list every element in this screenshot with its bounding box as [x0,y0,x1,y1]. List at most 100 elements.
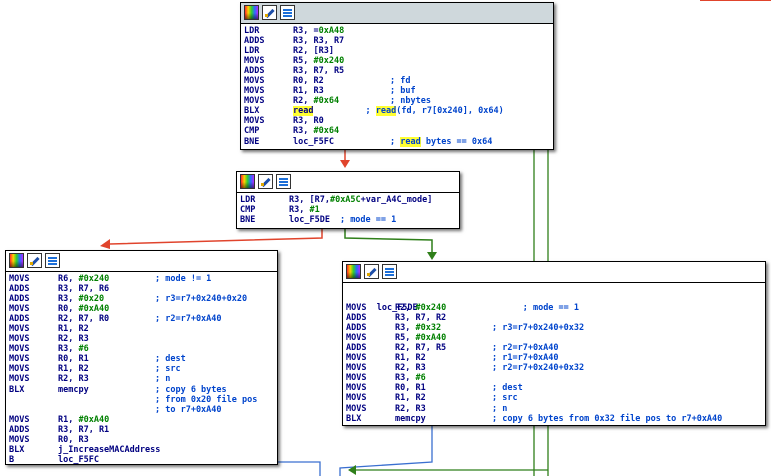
operands[interactable]: j_IncreaseMACAddress [58,444,161,455]
operands[interactable]: R0, R1 [395,383,426,394]
operands[interactable]: R3, R7, R6 [58,284,110,295]
operands[interactable]: R3, #0x20 [58,294,105,305]
instruction-line[interactable]: ; from 0x20 file pos [9,395,274,405]
operands[interactable]: loc_F5FC [293,136,334,147]
graph-overview-icon[interactable] [280,5,295,20]
operands[interactable]: R0, R1 [58,354,89,365]
operands[interactable]: R3, R7, R1 [58,424,110,435]
operands[interactable]: R3, =0xA48 [293,26,345,36]
block-titlebar[interactable] [237,172,459,193]
operands[interactable]: R2, #0x64 [293,96,340,107]
graph-overview-icon[interactable] [276,174,291,189]
operands[interactable]: R2, R3 [58,374,89,385]
operands[interactable]: loc_F5FC [58,454,99,465]
operands[interactable]: memcpy [58,384,89,395]
operands[interactable]: R3, #1 [289,205,320,216]
operands[interactable]: R3, R7, R5 [293,66,345,77]
operands[interactable]: R3, #0x64 [293,126,340,137]
operands[interactable]: R3, R3, R7 [293,36,345,47]
operands[interactable]: R1, R2 [395,353,426,364]
operands[interactable]: memcpy [395,413,426,424]
instruction-line[interactable]: ; to r7+0xA40 [9,405,274,415]
edit-node-icon[interactable] [364,264,379,279]
operands[interactable]: loc_F5DE [289,215,330,226]
block-titlebar[interactable] [343,262,765,283]
operands[interactable]: R1, #0xA40 [58,414,110,425]
operands[interactable]: read [293,106,314,117]
operands[interactable]: R1, R3 [293,86,324,97]
edit-node-icon[interactable] [258,174,273,189]
operands[interactable]: R2, #0x240 [395,303,447,314]
location-label-line[interactable]: loc_F5DE; mode == 1 [346,293,762,313]
operands[interactable]: R5, #0x240 [293,56,345,67]
operands[interactable]: R2, R3 [395,403,426,414]
operands[interactable]: R1, R2 [58,324,89,335]
operands[interactable]: R0, #0xA40 [58,304,110,315]
operands[interactable]: R1, R2 [58,364,89,375]
operands[interactable]: R2, R7, R5 [395,343,447,354]
color-palette-icon[interactable] [346,264,361,279]
color-palette-icon[interactable] [244,5,259,20]
operands[interactable]: R2, R7, R0 [58,314,110,325]
graph-overview-icon[interactable] [382,264,397,279]
operands[interactable]: R0, R2 [293,76,324,87]
block-titlebar[interactable] [6,251,277,272]
block-titlebar[interactable] [241,3,553,24]
edit-node-icon[interactable] [262,5,277,20]
color-palette-icon[interactable] [240,174,255,189]
operands[interactable]: R3, #0x32 [395,323,442,334]
operands[interactable]: R2, [R3] [293,46,334,57]
operands[interactable]: R3, R7, R2 [395,313,447,324]
operands[interactable]: R0, R3 [58,434,89,445]
operands[interactable]: R3, [R7,#0xA5C+var_A4C_mode] [289,195,433,205]
operands[interactable]: R6, #0x240 [58,274,110,284]
operands[interactable]: R1, R2 [395,393,426,404]
operands[interactable]: R3, R0 [293,116,324,127]
graph-overview-icon[interactable] [45,253,60,268]
